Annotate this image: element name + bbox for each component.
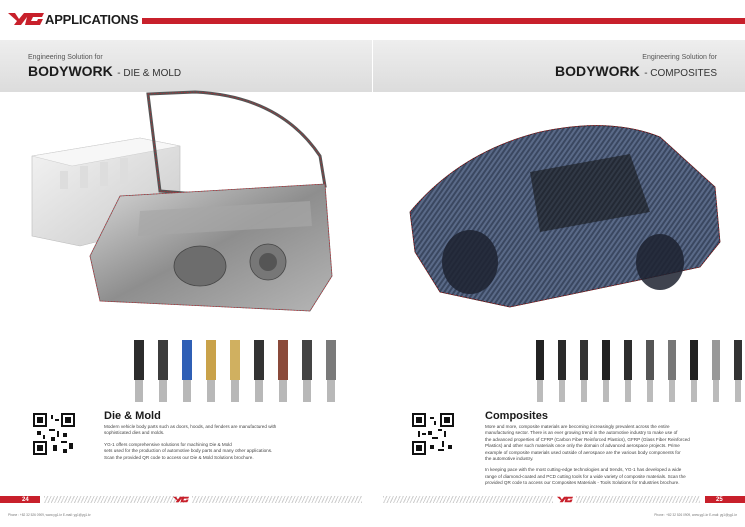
composites-line: provided QR code to access our Composite… — [485, 480, 680, 486]
right-title-main: BODYWORK — [554, 63, 640, 79]
footer-hatch-right — [383, 496, 553, 503]
die-mold-line: Scan the provided QR code to access our … — [104, 454, 254, 460]
composites-line: More and more, composite materials are b… — [485, 424, 670, 429]
composites-heading: Composites — [485, 410, 548, 422]
yg-logo-icon — [8, 13, 44, 25]
die-mold-line: sets used for the production of automoti… — [104, 448, 273, 454]
yg-logo-icon — [172, 496, 190, 503]
right-title-sub: - COMPOSITES — [644, 68, 717, 79]
left-pretitle: Engineering Solution for — [28, 54, 103, 61]
die-mold-line: sophisticated dies and molds. — [104, 430, 165, 436]
composite-tools-image — [536, 340, 742, 402]
die-mold-heading: Die & Mold — [104, 410, 161, 422]
left-title-main: BODYWORK — [28, 63, 113, 79]
footer-contact-right: Phone : +82 32 526 0909, www.yg1.kr E-ma… — [654, 513, 737, 517]
footer-contact-left: Phone : +82 32 526 0909, www.yg1.kr E-ma… — [8, 513, 91, 517]
composites-description: More and more, composite materials are b… — [485, 424, 735, 487]
composites-line: Plastics) and other such materials once … — [485, 443, 680, 449]
die-mold-description: Modern vehicle body parts such as doors,… — [104, 424, 364, 461]
composites-line: range of diamond-coated and PCD cutting … — [485, 473, 686, 479]
section-title: APPLICATIONS — [45, 12, 139, 27]
left-title-sub: - DIE & MOLD — [117, 68, 182, 79]
die-mold-line: Modern vehicle body parts such as doors,… — [104, 424, 277, 429]
composites-line: the automotive industry. — [485, 456, 534, 462]
composite-car-body-image — [409, 125, 721, 308]
die-mold-tools-image — [134, 340, 336, 402]
yg-logo-icon — [556, 496, 574, 503]
die-mold-car-door-image — [31, 90, 333, 312]
footer-hatch-left — [44, 496, 184, 503]
page-number-left: 24 — [22, 497, 29, 503]
page-number-right: 25 — [716, 497, 723, 503]
right-pretitle: Engineering Solution for — [642, 54, 717, 61]
left-page-title: BODYWORK - DIE & MOLD — [28, 63, 181, 81]
footer-hatch-right-2 — [576, 496, 700, 503]
die-mold-line: YG-1 offers comprehensive solutions for … — [104, 441, 232, 447]
composites-line: manufacturing sector. There is an ever g… — [485, 430, 678, 436]
qr-code-icon[interactable] — [412, 413, 454, 455]
composites-line: the advanced properties of CFRP (Carbon … — [485, 436, 690, 442]
footer-accent-bar-right — [705, 496, 745, 503]
composites-line: In keeping pace with the most cutting-ed… — [485, 467, 682, 473]
composites-line: example of composite materials used outs… — [485, 449, 681, 455]
qr-code-icon[interactable] — [33, 413, 75, 455]
right-page-title: BODYWORK - COMPOSITES — [555, 63, 717, 81]
footer-accent-bar-left — [0, 496, 40, 503]
right-title-band: Engineering Solution for BODYWORK - COMP… — [373, 40, 745, 92]
footer-hatch-left-2 — [192, 496, 362, 503]
left-title-band: Engineering Solution for BODYWORK - DIE … — [0, 40, 372, 92]
header-accent-bar — [142, 18, 745, 24]
